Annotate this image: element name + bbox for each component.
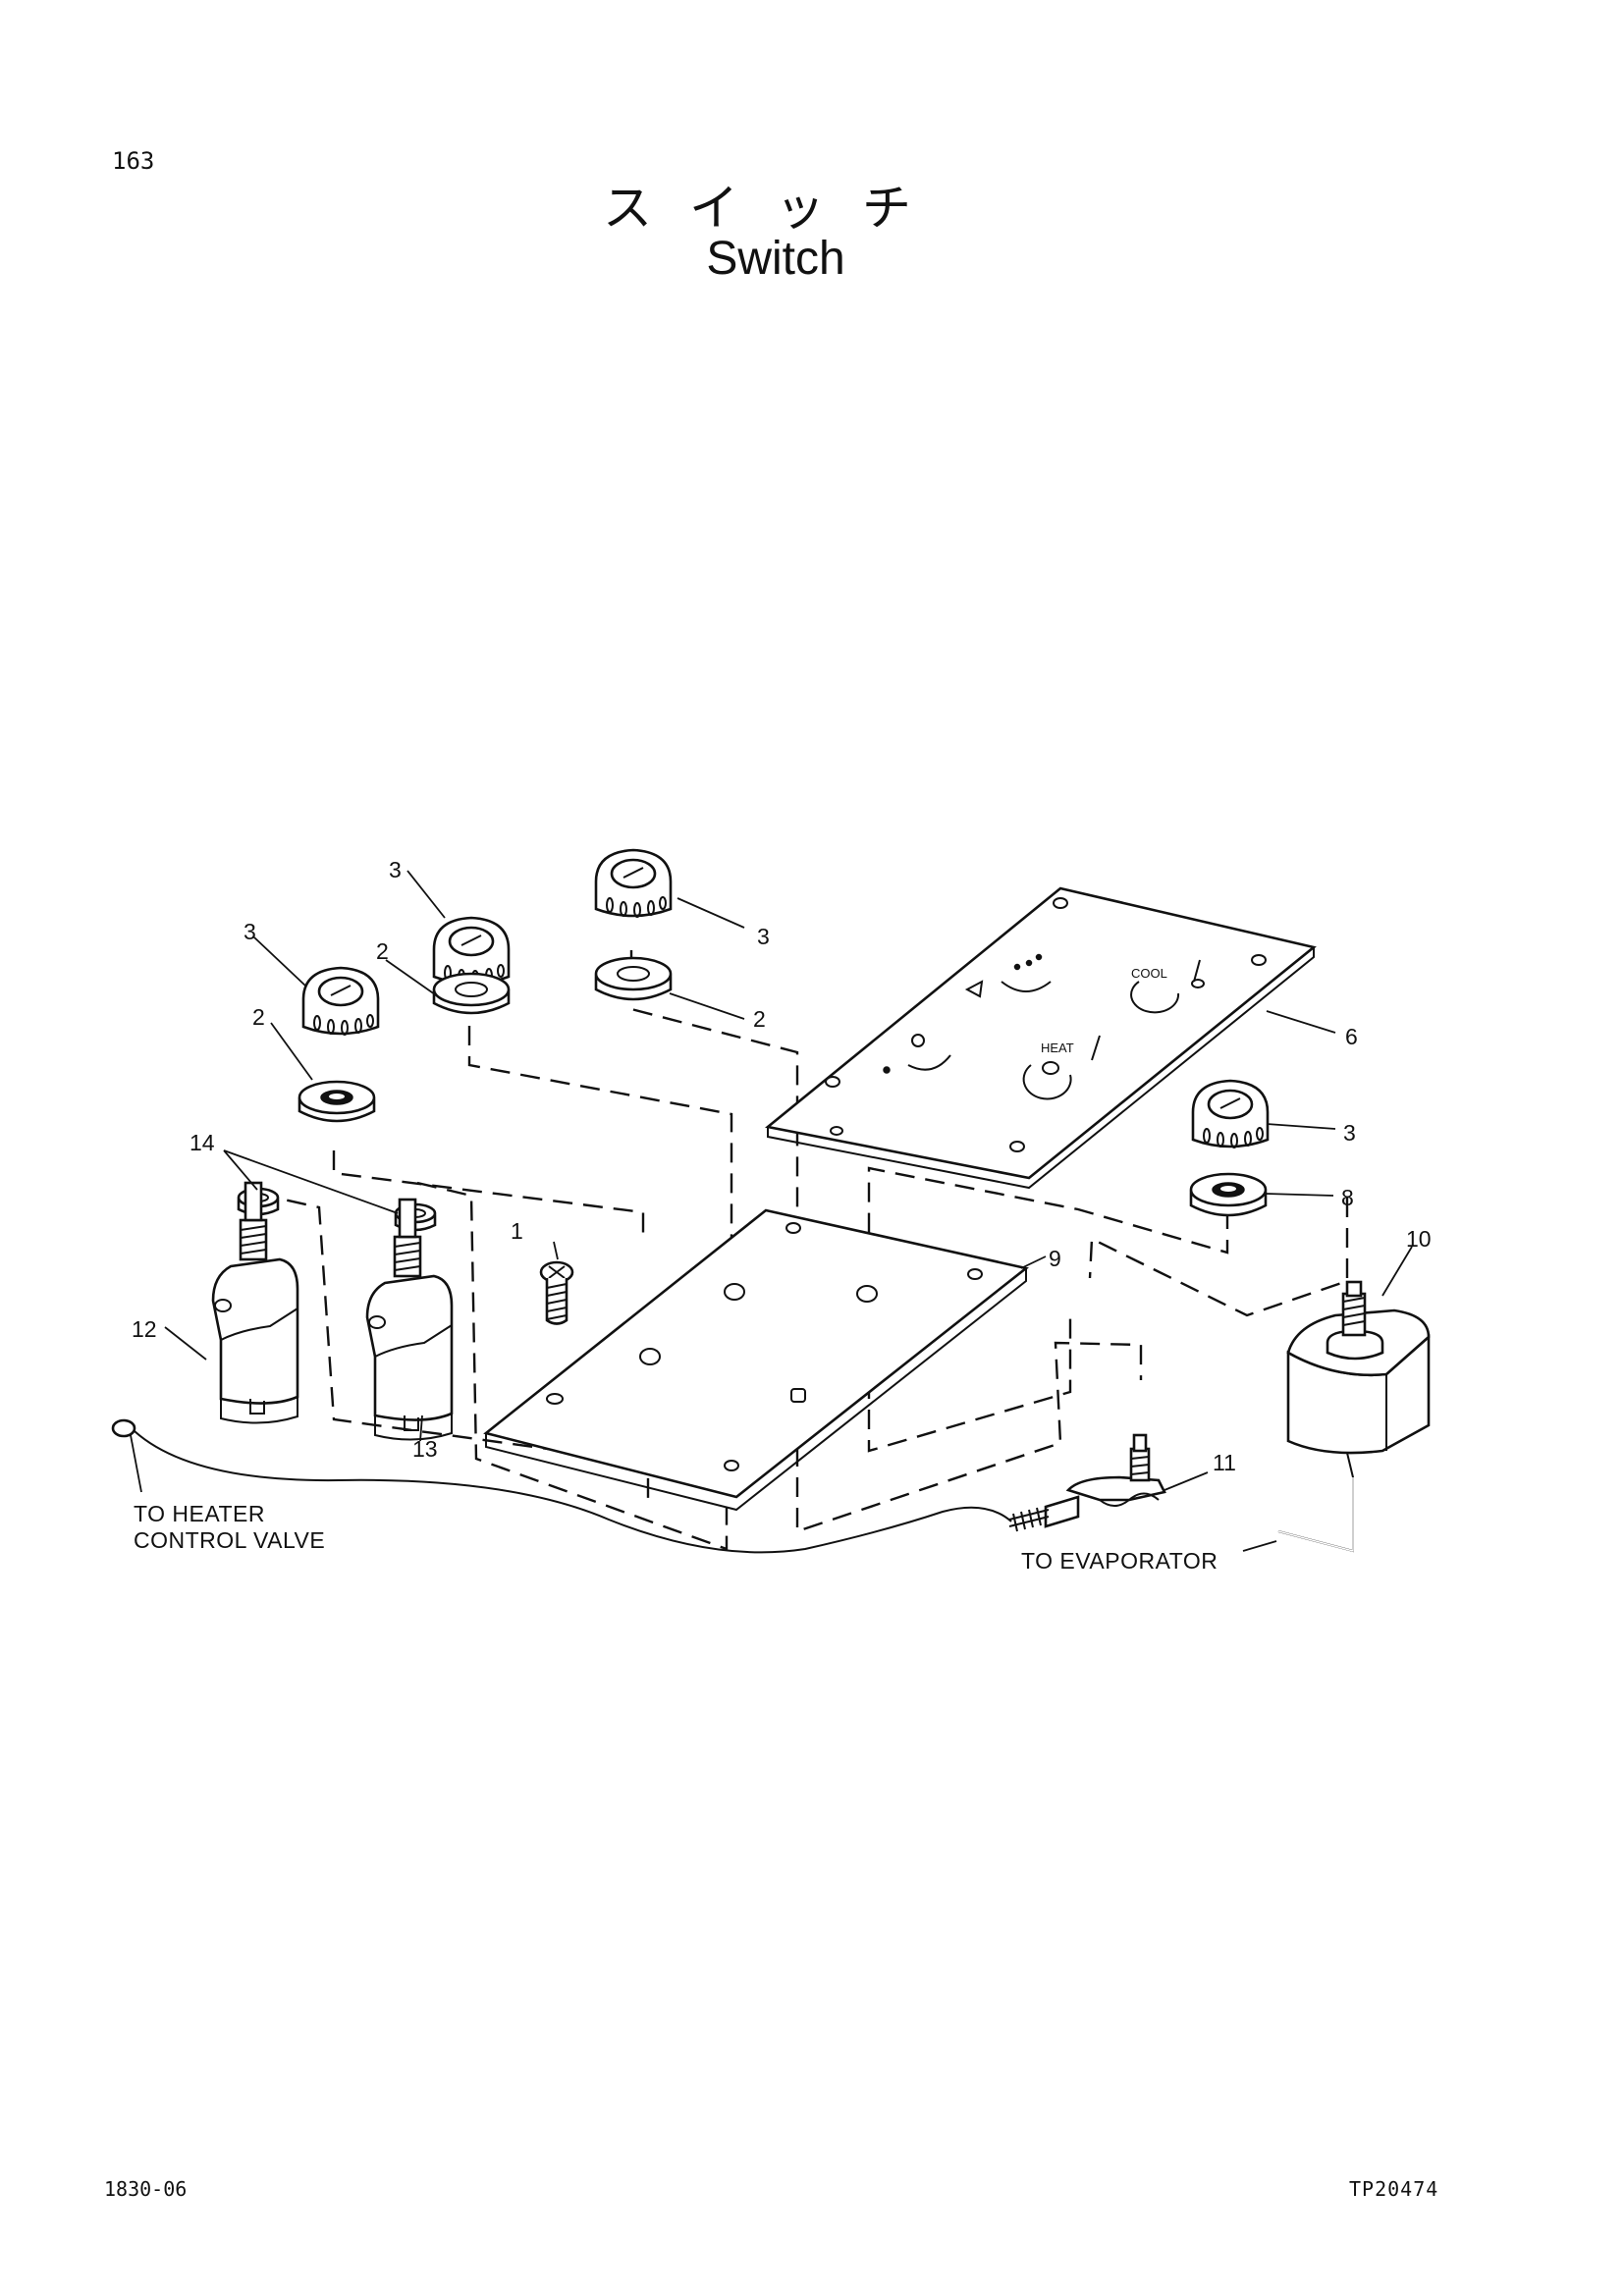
callout-3: 3 bbox=[389, 857, 402, 882]
washer-top bbox=[594, 956, 673, 1001]
callout-numbers: 3 3 2 2 3 2 6 3 8 9 10 11 12 13 14 1 bbox=[132, 857, 1432, 1475]
base-plate bbox=[483, 1208, 1029, 1512]
rotary-switch-left bbox=[211, 1181, 299, 1424]
rotary-switch-right bbox=[365, 1198, 454, 1441]
heat-marking: HEAT bbox=[1041, 1041, 1074, 1055]
note-to-heater: TO HEATER bbox=[134, 1501, 265, 1526]
callout-14: 14 bbox=[189, 1130, 215, 1155]
callout-13: 13 bbox=[412, 1436, 438, 1462]
washer-middle bbox=[432, 972, 511, 1015]
knob-left bbox=[301, 966, 380, 1036]
washer-left bbox=[298, 1080, 376, 1123]
callout-2: 2 bbox=[252, 1004, 265, 1030]
footer-code-left: 1830-06 bbox=[104, 2177, 188, 2201]
callout-3: 3 bbox=[1343, 1120, 1356, 1146]
callout-6: 6 bbox=[1345, 1024, 1358, 1049]
heater-wire bbox=[111, 1418, 1012, 1554]
callout-3: 3 bbox=[244, 919, 256, 944]
callout-8: 8 bbox=[1341, 1185, 1354, 1210]
nut-right bbox=[1189, 1172, 1268, 1217]
callout-12: 12 bbox=[132, 1316, 157, 1342]
screw bbox=[539, 1260, 574, 1325]
knob-middle bbox=[432, 916, 511, 986]
footer-code-right: TP20474 bbox=[1349, 2177, 1439, 2201]
page-number: 163 bbox=[112, 147, 155, 175]
note-to-evaporator: TO EVAPORATOR bbox=[1021, 1548, 1218, 1574]
title-japanese: スイッチ bbox=[603, 180, 948, 237]
knob-top bbox=[594, 848, 673, 918]
cool-marking: COOL bbox=[1131, 966, 1167, 981]
callout-11: 11 bbox=[1213, 1450, 1236, 1475]
callout-2: 2 bbox=[753, 1006, 766, 1032]
callout-10: 10 bbox=[1406, 1226, 1432, 1252]
assembly-dashed-lines bbox=[256, 950, 1349, 1551]
clamp-connector bbox=[1008, 1433, 1166, 1532]
thermostat bbox=[1277, 1280, 1431, 1553]
leader-lines bbox=[130, 870, 1413, 1552]
callout-3: 3 bbox=[757, 924, 770, 949]
callout-9: 9 bbox=[1049, 1246, 1061, 1271]
callout-1: 1 bbox=[511, 1218, 523, 1244]
note-control-valve: CONTROL VALVE bbox=[134, 1527, 325, 1553]
knob-right bbox=[1191, 1079, 1270, 1148]
control-panel: COOL HEAT bbox=[765, 886, 1317, 1190]
callout-2: 2 bbox=[376, 938, 389, 964]
title-english: Switch bbox=[706, 233, 845, 285]
